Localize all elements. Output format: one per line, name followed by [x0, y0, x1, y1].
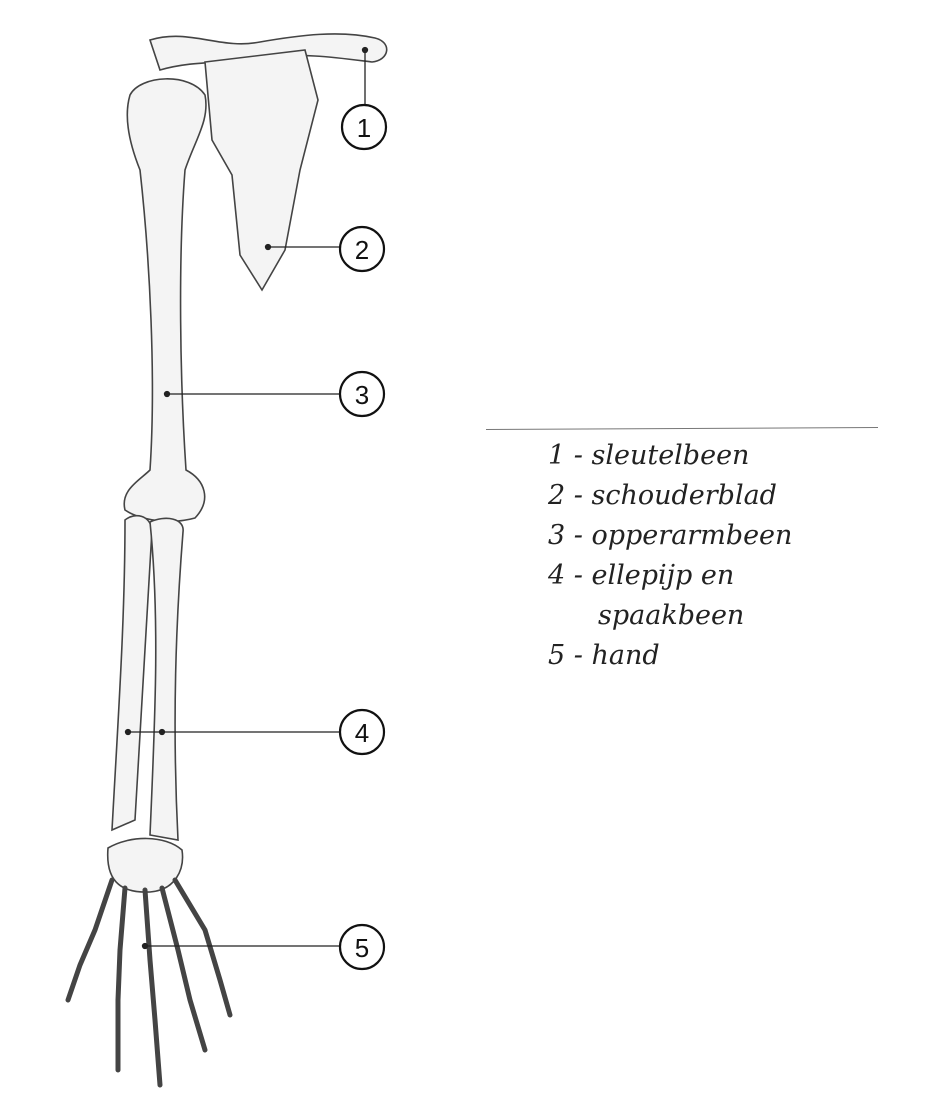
legend: 1 - sleutelbeen 2 - schouderblad 3 - opp… [548, 436, 792, 676]
ulna [111, 514, 153, 832]
callout-2: 2 [355, 235, 369, 265]
legend-num: 1 [548, 440, 566, 471]
legend-item: 2 - schouderblad [548, 480, 777, 511]
legend-label: opperarmbeen [591, 520, 793, 551]
callout-4: 4 [355, 718, 369, 748]
legend-num: 3 [548, 520, 566, 551]
callout-2-circle [338, 225, 386, 273]
scapula [204, 49, 319, 292]
callout-5-circle [338, 923, 386, 971]
callout-3: 3 [355, 380, 369, 410]
legend-label: sleutelbeen [591, 440, 750, 471]
radius [149, 517, 184, 841]
legend-num: 2 [548, 480, 566, 511]
legend-item: 4 - ellepijp en [548, 560, 735, 591]
humerus [123, 78, 207, 523]
legend-item: 1 - sleutelbeen [548, 440, 750, 471]
finger-bones [65, 877, 233, 1088]
legend-label-continued: spaakbeen [598, 600, 745, 631]
legend-label: ellepijp en [591, 560, 735, 591]
callout-3-circle [338, 370, 386, 418]
carpals [106, 837, 184, 893]
legend-label: schouderblad [591, 480, 777, 511]
callout-4-circle [338, 708, 386, 756]
legend-item: 5 - hand [548, 640, 660, 671]
legend-num: 5 [548, 640, 566, 671]
callout-1-circle [340, 103, 388, 151]
legend-item: 3 - opperarmbeen [548, 520, 793, 551]
callout-1: 1 [357, 113, 371, 143]
callout-5: 5 [355, 933, 369, 963]
legend-num: 4 [548, 560, 566, 591]
legend-label: hand [591, 640, 660, 671]
